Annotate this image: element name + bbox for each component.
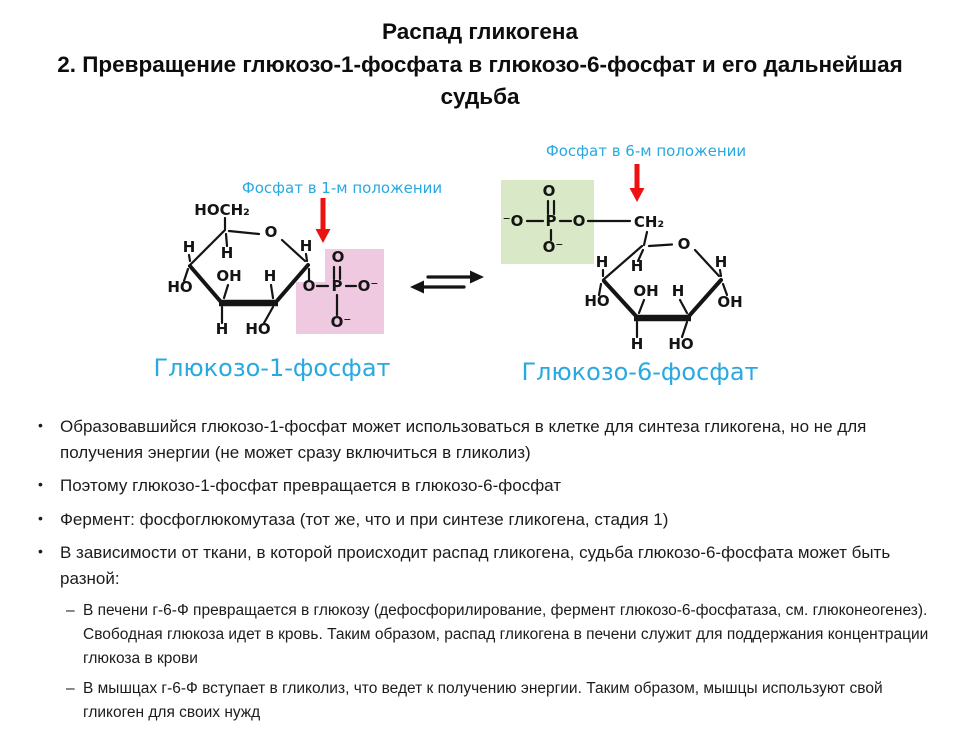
sub-bullet-text: В печени г-6-Ф превращается в глюкозу (д… <box>83 602 929 668</box>
g6p-bond-skeleton <box>525 199 729 339</box>
atom-label: H <box>264 267 277 285</box>
atom-label: OH <box>216 267 241 285</box>
atom-label: ⁻O <box>503 212 524 230</box>
sub-bullet-text: В мышцах г-6-Ф вступает в гликолиз, что … <box>83 680 883 722</box>
bullet-text: Фермент: фосфоглюкомутаза (тот же, что и… <box>60 509 669 529</box>
atom-label: H <box>631 335 644 353</box>
bullet-item: В зависимости от ткани, в которой происх… <box>38 540 934 591</box>
atom-label: O⁻ <box>358 277 379 295</box>
atom-label: CH₂ <box>634 213 664 231</box>
atom-label: H <box>221 244 234 262</box>
bullet-text: Образовавшийся глюкозо-1-фосфат может ис… <box>60 417 867 462</box>
atom-label: HOCH₂ <box>194 201 249 219</box>
atom-label: O⁻ <box>543 238 564 256</box>
sub-bullet-item: В печени г-6-Ф превращается в глюкозу (д… <box>66 599 934 671</box>
atom-label: O <box>678 235 691 253</box>
atom-label: O <box>543 182 556 200</box>
g1p-bond-skeleton <box>182 216 358 325</box>
atom-label: HO <box>668 335 693 353</box>
atom-label: H <box>596 253 609 271</box>
atom-label: HO <box>167 278 192 296</box>
molecule-glucose-1-phosphate: Фосфат в 1-м положении <box>154 179 443 382</box>
title-line-1: Распад гликогена <box>381 19 578 44</box>
atom-label: H <box>715 253 728 271</box>
bullet-item: Фермент: фосфоглюкомутаза (тот же, что и… <box>38 507 934 533</box>
molecule-name-g6p: Глюкозо-6-фосфат <box>522 358 759 386</box>
atom-label: P <box>332 277 343 295</box>
bullet-marker-icon <box>38 414 60 465</box>
phosphate-pointer-arrow-icon <box>315 198 331 243</box>
g1p-atom-labels: HOCH₂ O H H H OH H HO O P O O⁻ O⁻ H HO <box>167 201 378 338</box>
sub-bullet-item: В мышцах г-6-Ф вступает в гликолиз, что … <box>66 677 934 725</box>
molecule-name-g1p: Глюкозо-1-фосфат <box>154 354 391 382</box>
dash-marker-icon <box>66 677 83 725</box>
atom-label: H <box>183 238 196 256</box>
phosphate-highlight-green <box>501 180 594 264</box>
atom-label: H <box>216 320 229 338</box>
atom-label: H <box>300 237 313 255</box>
phosphate-highlight-pink <box>296 282 384 334</box>
phosphate-pointer-arrow-icon <box>629 164 645 202</box>
atom-label: OH <box>633 282 658 300</box>
bullet-list: Образовавшийся глюкозо-1-фосфат может ис… <box>38 414 934 731</box>
atom-label: O⁻ <box>331 313 352 331</box>
bullet-text: В зависимости от ткани, в которой происх… <box>60 543 891 588</box>
g6p-atom-labels: O ⁻O P O CH₂ O⁻ O H H H OH H HO OH H HO <box>503 182 743 353</box>
bullet-marker-icon <box>38 540 60 591</box>
bullet-text: Поэтому глюкозо-1-фосфат превращается в … <box>60 476 562 495</box>
dash-marker-icon <box>66 599 83 671</box>
slide-title: Распад гликогена 2. Превращение глюкозо-… <box>28 16 932 114</box>
molecule-glucose-6-phosphate: Фосфат в 6-м положении <box>501 142 759 386</box>
atom-label: HO <box>245 320 270 338</box>
bullet-marker-icon <box>38 507 60 533</box>
equilibrium-arrows-icon <box>410 270 484 294</box>
atom-label: O <box>303 277 316 295</box>
atom-label: O <box>332 248 345 266</box>
reaction-diagram: Фосфат в 1-м положении <box>154 142 759 386</box>
bullet-item: Образовавшийся глюкозо-1-фосфат может ис… <box>38 414 934 465</box>
atom-label: O <box>573 212 586 230</box>
bullet-marker-icon <box>38 473 60 499</box>
atom-label: OH <box>717 293 742 311</box>
bullet-item: Поэтому глюкозо-1-фосфат превращается в … <box>38 473 934 499</box>
annotation-phosphate-1: Фосфат в 1-м положении <box>242 179 442 197</box>
atom-label: H <box>672 282 685 300</box>
atom-label: H <box>631 257 644 275</box>
annotation-phosphate-6: Фосфат в 6-м положении <box>546 142 746 160</box>
atom-label: P <box>546 212 557 230</box>
title-line-2: 2. Превращение глюкозо-1-фосфата в глюко… <box>57 51 903 110</box>
atom-label: HO <box>584 292 609 310</box>
atom-label: O <box>265 223 278 241</box>
